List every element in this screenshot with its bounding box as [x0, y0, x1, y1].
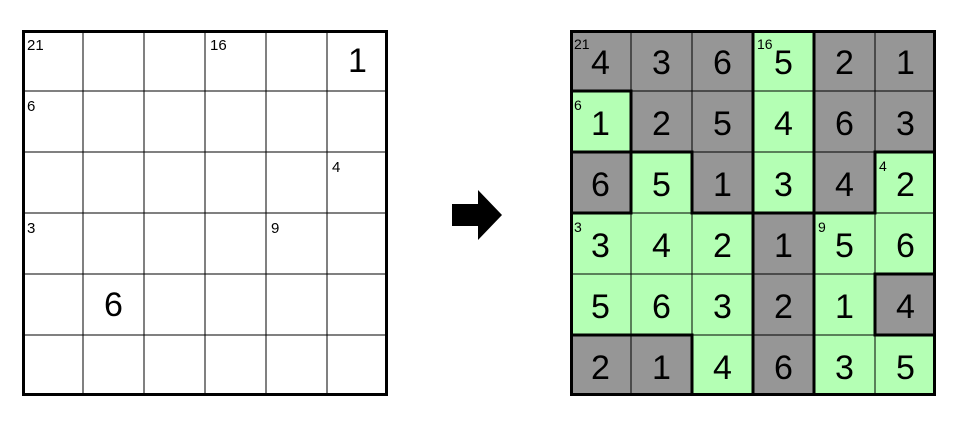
- solution-digit: 3: [713, 288, 732, 326]
- solution-digit: 3: [896, 105, 915, 143]
- shaded-cell: [631, 30, 692, 91]
- shaded-cell: [570, 30, 631, 91]
- shaded-cell: [814, 91, 875, 152]
- shaded-cell: [692, 30, 753, 91]
- green-cell: [692, 274, 753, 335]
- solution-digit: 5: [652, 166, 671, 204]
- solution-digit: 3: [652, 44, 671, 82]
- solution-digit: 1: [835, 288, 854, 326]
- solution-digit: 1: [713, 166, 732, 204]
- green-cell: [692, 335, 753, 396]
- solution-digit: 5: [591, 288, 610, 326]
- shaded-cell: [631, 335, 692, 396]
- shaded-cell: [753, 335, 814, 396]
- solution-digit: 4: [835, 166, 854, 204]
- shaded-cell: [753, 274, 814, 335]
- solution-digit: 5: [896, 349, 915, 387]
- green-cell: [875, 335, 936, 396]
- solution-digit: 1: [774, 227, 793, 265]
- green-cell: [814, 274, 875, 335]
- green-cell: [631, 152, 692, 213]
- given-digit: 6: [104, 286, 123, 324]
- solution-digit: 5: [835, 227, 854, 265]
- green-cell: [814, 335, 875, 396]
- solution-digit: 6: [591, 166, 610, 204]
- grid-border: [570, 30, 936, 396]
- green-cell: [570, 274, 631, 335]
- clue-number: 16: [210, 37, 227, 54]
- solution-digit: 2: [896, 166, 915, 204]
- given-digit: 1: [348, 42, 367, 80]
- solution-digit: 1: [591, 105, 610, 143]
- clue-number: 3: [27, 220, 35, 237]
- solution-digit: 5: [774, 44, 793, 82]
- green-cell: [814, 213, 875, 274]
- solution-digit: 1: [652, 349, 671, 387]
- clue-number: 21: [27, 37, 44, 54]
- shaded-cell: [631, 91, 692, 152]
- shaded-cell: [692, 152, 753, 213]
- solution-digit: 6: [652, 288, 671, 326]
- clue-number: 4: [879, 158, 887, 174]
- clue-number: 6: [27, 98, 35, 115]
- green-cell: [753, 30, 814, 91]
- green-cell: [753, 91, 814, 152]
- clue-number: 3: [574, 219, 582, 235]
- green-cell: [692, 213, 753, 274]
- solution-digit: 6: [835, 105, 854, 143]
- solution-digit: 2: [774, 288, 793, 326]
- solution-digit: 4: [896, 288, 915, 326]
- solution-digit: 6: [896, 227, 915, 265]
- clue-number: 6: [574, 97, 582, 113]
- clue-number: 16: [757, 36, 773, 52]
- grid-border: [22, 30, 388, 396]
- shaded-cell: [570, 335, 631, 396]
- shaded-cell: [753, 213, 814, 274]
- green-cell: [753, 152, 814, 213]
- green-cell: [631, 274, 692, 335]
- clue-number: 9: [818, 219, 826, 235]
- solution-digit: 2: [835, 44, 854, 82]
- solution-digit: 4: [591, 44, 610, 82]
- solution-digit: 5: [713, 105, 732, 143]
- shaded-cell: [570, 152, 631, 213]
- arrow-shape: [452, 190, 502, 240]
- solution-digit: 3: [591, 227, 610, 265]
- shaded-cell: [692, 91, 753, 152]
- clue-number: 21: [574, 36, 590, 52]
- green-cell: [875, 152, 936, 213]
- right-arrow-icon: [452, 190, 502, 240]
- solution-digit: 4: [774, 105, 793, 143]
- solution-digit: 3: [835, 349, 854, 387]
- solution-digit: 2: [591, 349, 610, 387]
- shaded-cell: [875, 30, 936, 91]
- solution-digit: 1: [896, 44, 915, 82]
- shaded-cell: [875, 274, 936, 335]
- shaded-cell: [814, 30, 875, 91]
- solution-digit: 6: [713, 44, 732, 82]
- clue-number: 9: [271, 220, 279, 237]
- solution-digit: 6: [774, 349, 793, 387]
- solution-digit: 4: [652, 227, 671, 265]
- solution-digit: 2: [713, 227, 732, 265]
- solution-digit: 4: [713, 349, 732, 387]
- shaded-cell: [875, 91, 936, 152]
- green-cell: [631, 213, 692, 274]
- solution-digit: 2: [652, 105, 671, 143]
- solution-digit: 3: [774, 166, 793, 204]
- clue-number: 4: [332, 159, 340, 176]
- green-cell: [570, 91, 631, 152]
- green-cell: [875, 213, 936, 274]
- green-cell: [570, 213, 631, 274]
- shaded-cell: [814, 152, 875, 213]
